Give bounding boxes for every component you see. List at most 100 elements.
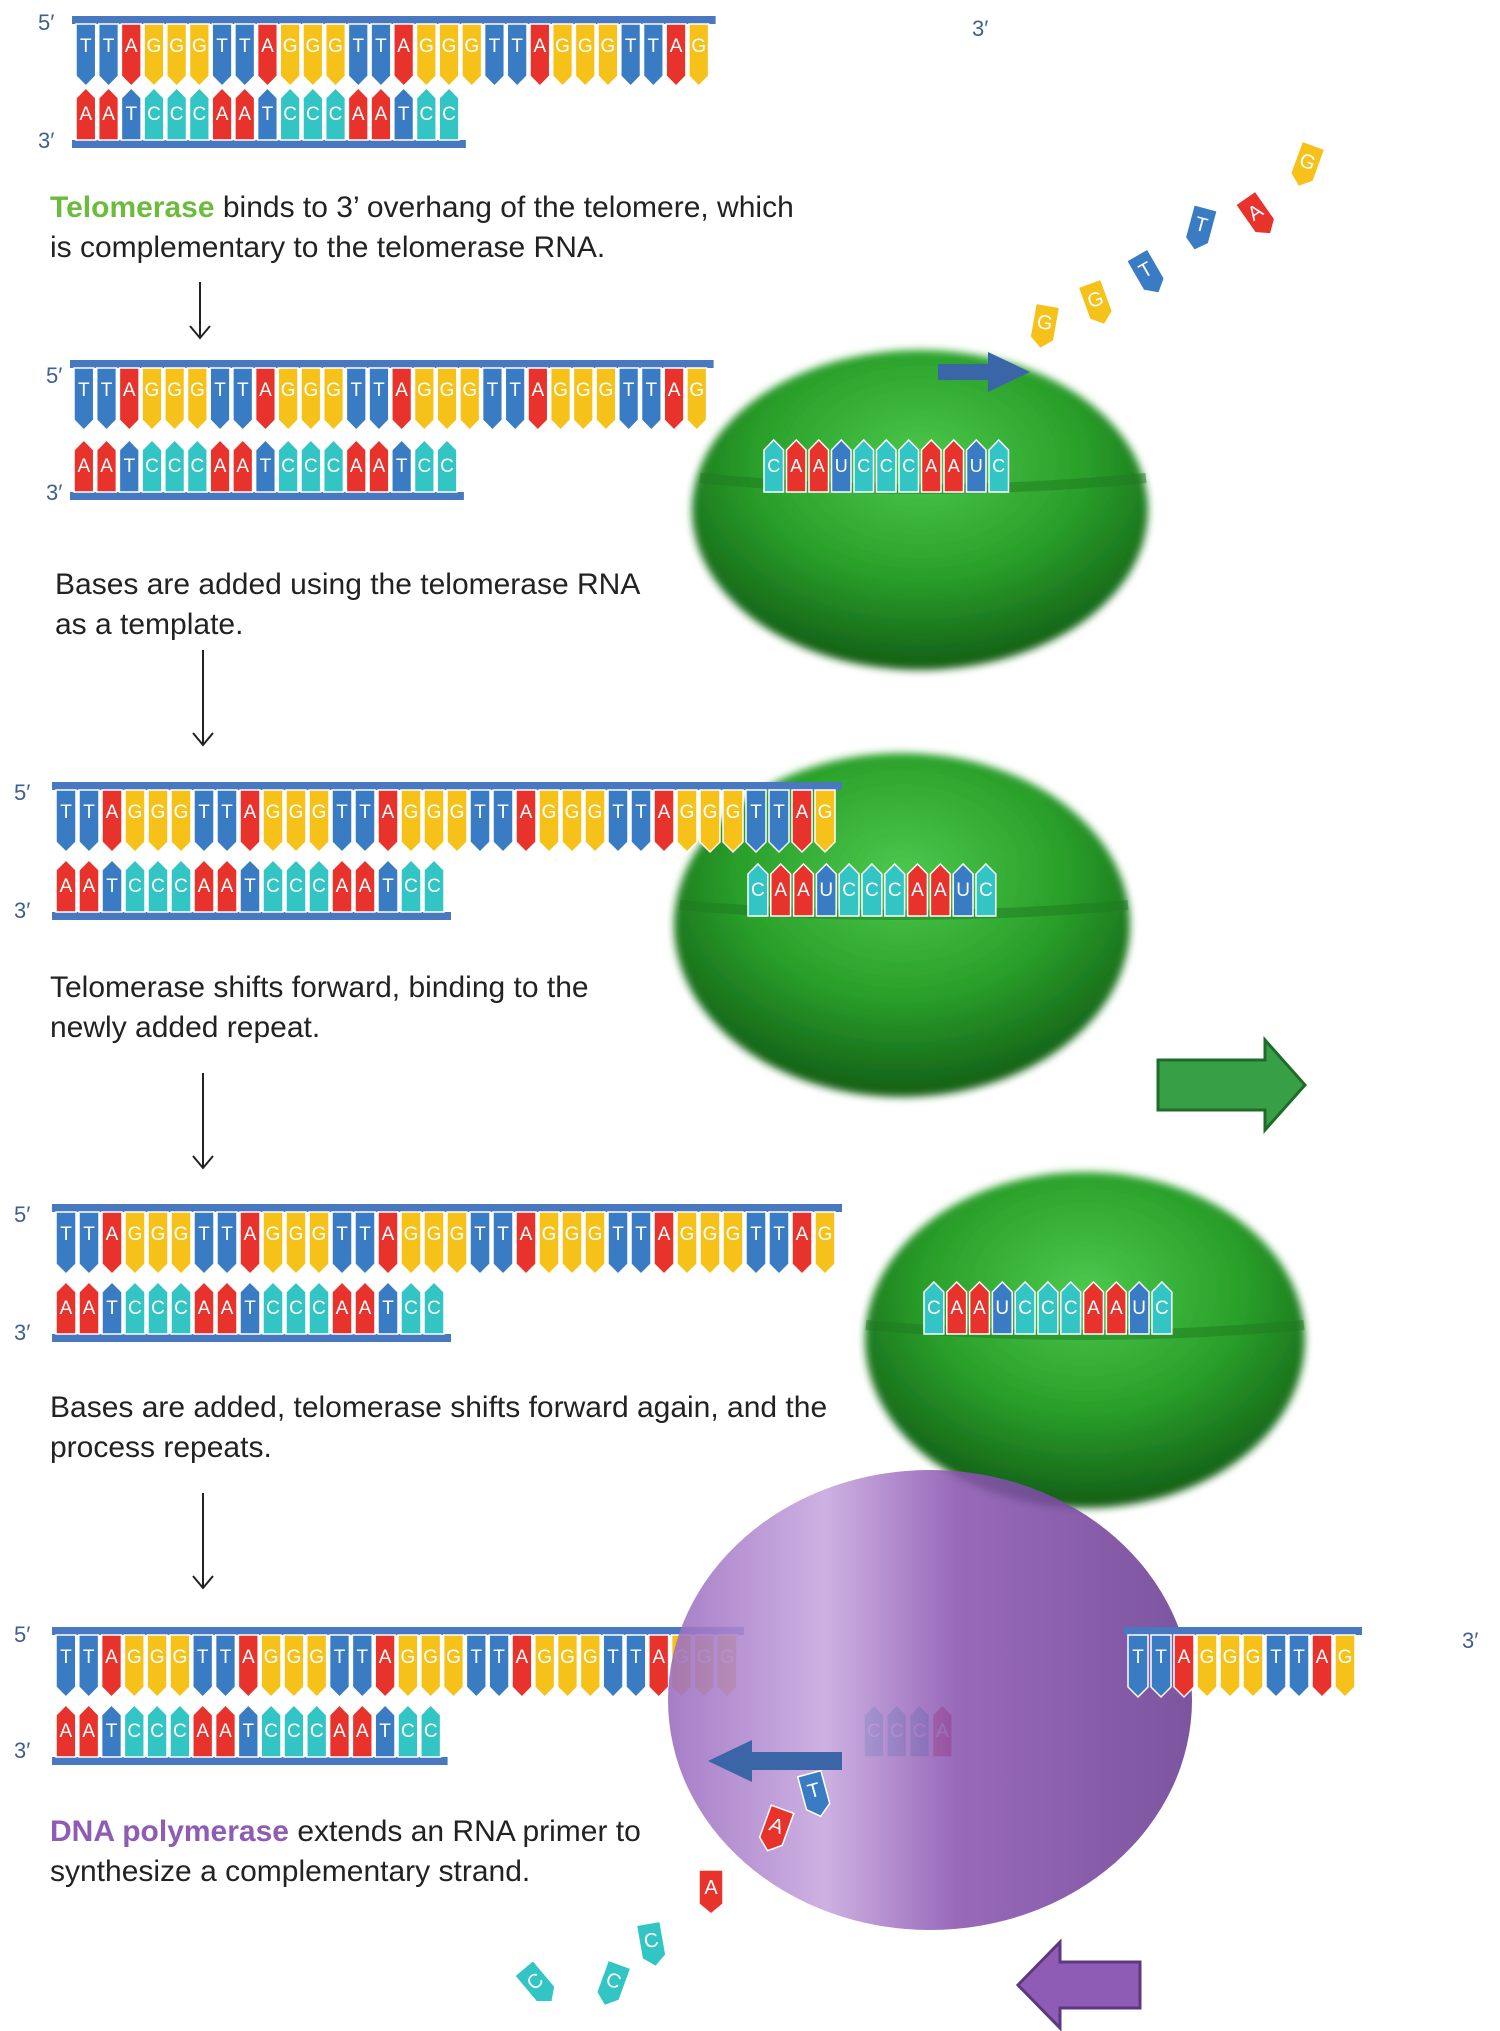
step-5-top-nucleotide: G [534, 1634, 556, 1699]
step-3-top-letter: G [818, 802, 833, 823]
step-1-free-nucleotide: A [1234, 190, 1276, 235]
step-3-5prime-label: 5′ [14, 780, 30, 805]
step-4-bottom-nucleotide: A [331, 1280, 353, 1335]
step-5-top-letter: G [537, 1647, 552, 1668]
step-3-bottom-letter: C [128, 876, 142, 897]
step-2-rna-letter: C [857, 456, 870, 476]
step-2-top-letter: G [689, 380, 704, 401]
step-3-top-nucleotide: G [538, 789, 560, 854]
step-4-top-nucleotide: G [446, 1211, 468, 1276]
step-1-top-nucleotide: A [393, 23, 415, 88]
step-3-top-letter: G [404, 802, 419, 823]
step-3-rna-nucleotide: C [861, 862, 883, 917]
step-1-bottom-letter: A [352, 104, 365, 125]
step-5-top-nucleotide: T [328, 1634, 351, 1699]
step-1-top-letter: T [375, 36, 387, 57]
step-4-top-nucleotide: A [791, 1211, 813, 1276]
step-1-top-nucleotide: G [143, 23, 165, 88]
step-5-top-nucleotide: G [579, 1634, 601, 1699]
step-4-bottom-nucleotide: C [400, 1280, 422, 1335]
step-5-bottom-letter: C [310, 1721, 324, 1742]
step-3-bottom-letter: C [174, 876, 188, 897]
step-2-top-letter: T [214, 380, 226, 401]
step-3-top-nucleotide: G [147, 789, 169, 854]
step-5-top-nucleotide: G [306, 1634, 328, 1699]
step-3-top-nucleotide: G [561, 789, 583, 854]
step-2-top-nucleotide: G [322, 367, 345, 432]
step-1-bottom-letter: C [442, 104, 456, 125]
step-5-5prime-label: 5′ [14, 1622, 30, 1647]
step-2-top-letter: G [553, 380, 568, 401]
step-5-top-letter: T [470, 1647, 482, 1668]
step-3-top-nucleotide: T [354, 789, 376, 854]
step-3-top-letter: G [151, 802, 166, 823]
step-4-bottom-letter: C [266, 1298, 280, 1319]
step-3-top-letter: T [359, 802, 371, 823]
step-4-rna-nucleotide: C [923, 1280, 945, 1335]
step-3-bottom-nucleotide: T [377, 858, 399, 913]
step-3-bottom-nucleotide: C [285, 858, 307, 913]
step-5-top-letter: T [630, 1647, 642, 1668]
step-4-top-nucleotide: G [676, 1211, 698, 1276]
step-5-top-nucleotide: A [511, 1634, 533, 1699]
step-1-3prime-label-top: 3′ [972, 16, 988, 41]
step-2-bottom-nucleotide: C [436, 438, 458, 493]
step-2-top-nucleotide: T [232, 367, 254, 432]
step-3-rna-letter: A [774, 880, 787, 901]
step-1-top-letter: T [489, 36, 501, 57]
step-1-top-nucleotide: T [483, 23, 506, 88]
step-4-top-nucleotide: G [584, 1211, 606, 1276]
step-1-bottom-nucleotide: A [97, 86, 120, 141]
step-1-top-nucleotide: G [324, 23, 347, 88]
step-4-top-letter: G [289, 1224, 304, 1245]
step-1-bottom-nucleotide: A [234, 86, 256, 141]
step-3-top-letter: T [612, 802, 624, 823]
step-4-rna-letter: A [1110, 1298, 1123, 1319]
step-2-bottom-nucleotide: T [254, 438, 277, 493]
step-4-top-nucleotide: T [55, 1211, 77, 1276]
step-2-top-nucleotide: A [254, 367, 277, 432]
step-1-top-letter: A [125, 36, 138, 57]
step-4-top-letter: A [106, 1224, 119, 1245]
step-3-bottom-nucleotide: A [78, 858, 100, 913]
step-5-top-letter: G [264, 1647, 279, 1668]
step-3-top-nucleotide: T [193, 789, 215, 854]
svg-text:G: G [1035, 311, 1054, 335]
step-5-bottom-nucleotide: C [260, 1703, 282, 1758]
step-3-top-letter: T [336, 802, 348, 823]
step-2-bottom-nucleotide: C [141, 438, 163, 493]
step-1-top-nucleotide: T [506, 23, 528, 88]
step-5-top-right-nucleotide: T [1265, 1634, 1287, 1699]
step-5-top-right-nucleotide: G [1196, 1634, 1218, 1699]
step-3-rna-nucleotide: U [952, 862, 974, 917]
step-5-bottom-letter: C [264, 1721, 278, 1742]
step-2-top-letter: T [509, 380, 521, 401]
step-2-top-letter: T [78, 380, 90, 401]
step-2-bottom-letter: A [350, 456, 363, 477]
step-3-bottom-nucleotide: T [239, 858, 261, 913]
step-3-rna-nucleotide: C [975, 862, 997, 917]
step-2-rna-nucleotide: C [853, 438, 875, 493]
step-2-top-nucleotide: G [572, 367, 594, 432]
step-4-bottom-nucleotide: T [239, 1280, 261, 1335]
step-4-bottom-letter: A [83, 1298, 96, 1319]
step-3-rna-letter: U [956, 880, 970, 901]
down-arrow-icon [192, 650, 214, 747]
step-1-top-letter: A [670, 36, 683, 57]
step-5-bottom-letter: A [356, 1721, 369, 1742]
step-4-bottom-nucleotide: C [262, 1280, 284, 1335]
step-4-top-nucleotide: G [262, 1211, 284, 1276]
step-2-bottom-letter: T [396, 456, 408, 477]
step-1-free-nucleotide: G [1077, 278, 1114, 326]
step-2-top-letter: A [532, 380, 545, 401]
step-2-top-nucleotide: G [549, 367, 572, 432]
step-4-top-nucleotide: T [492, 1211, 514, 1276]
step-4-top-nucleotide: G [814, 1211, 836, 1276]
step-5-top-right-letter: G [1338, 1647, 1353, 1668]
